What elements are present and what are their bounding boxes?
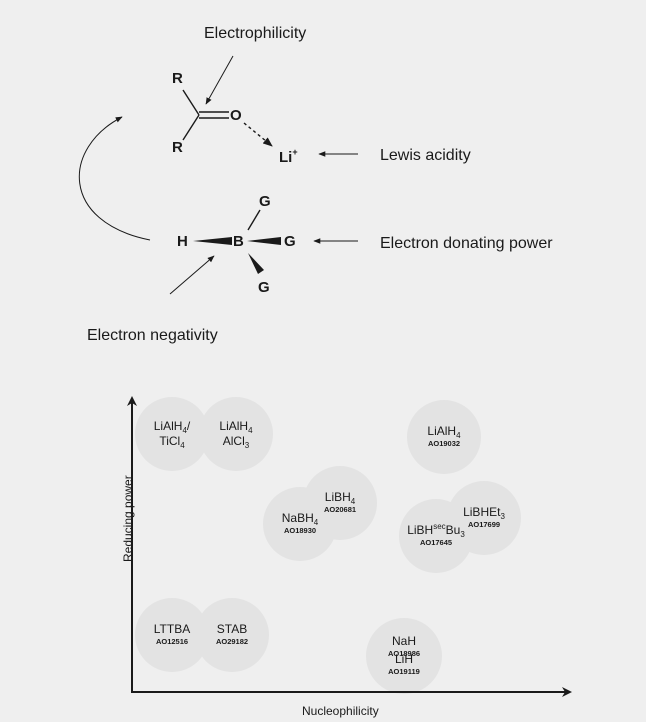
atom-b: B [233,233,244,250]
reagent-libhsecbu3-name: LiBHsecBu3 [407,522,465,539]
atom-r-bottom: R [172,139,183,156]
label-electron-negativity: Electron negativity [87,327,218,344]
arrow-electrophilicity [205,55,234,105]
reagent-nah-code: AO18986 [388,649,420,658]
reagent-lialh4-ticl4-line2: TiCl4 [159,434,185,450]
wedge-bond-g-right [247,237,281,245]
bubble-nabh4 [263,487,337,561]
label-electron-donating-power: Electron donating power [380,235,553,252]
label-lewis-acidity: Lewis acidity [380,147,471,164]
y-axis-label: Reducing power [121,475,135,562]
reagent-lialh4-alcl3-line2: AlCl3 [223,434,250,450]
reagent-libhet3-code: AO17699 [468,520,500,529]
atom-o: O [230,107,242,124]
reagent-labels: LiAlH4/TiCl4LiAlH4AlCl3LiAlH4AO19032LiBH… [154,419,506,676]
bubble-lialh4-alcl3 [199,397,273,471]
bubble-lialh4-ticl4 [135,397,209,471]
reagent-lialh4-ticl4-line1: LiAlH4/ [154,419,191,435]
reagent-stab-name: STAB [217,622,247,636]
reagent-nah-name: NaH [392,634,416,648]
bubble-nah [366,618,442,694]
atom-h: H [177,233,188,250]
reagent-libhet3-name: LiBHEt3 [463,505,505,521]
bubble-lttba [135,598,209,672]
bond-r2-c [182,114,200,141]
atom-g-bottom: G [258,279,270,296]
wedge-bond-h [193,237,232,245]
arrow-electron-negativity [169,255,215,295]
bubble-lialh4 [407,400,481,474]
reagent-lialh4-code: AO19032 [428,439,460,448]
reagent-lttba-code: AO12516 [156,637,188,646]
reagent-nabh4-code: AO18930 [284,526,316,535]
reagent-libh4-code: AO20681 [324,505,356,514]
atom-li: Li+ [279,147,298,166]
reagent-lialh4-alcl3-line1: LiAlH4 [219,419,253,435]
wedge-bond-g-bottom [248,253,264,274]
bond-g-top [247,209,261,231]
hydride-transfer-arrow [78,116,151,241]
reagent-chart: LiAlH4/TiCl4LiAlH4AlCl3LiAlH4AO19032LiBH… [121,396,572,718]
reagent-lttba-name: LTTBA [154,622,190,636]
reagent-bubbles [135,397,521,694]
reagent-lialh4-name: LiAlH4 [427,424,461,440]
atom-g-right: G [284,233,296,250]
reagent-libh4-name: LiBH4 [325,490,356,506]
bubble-stab [195,598,269,672]
atom-r-top: R [172,70,183,87]
reagent-stab-code: AO29182 [216,637,248,646]
bubble-libhsecbu3 [399,499,473,573]
atom-g-top: G [259,193,271,210]
bond-r1-c [182,89,200,116]
coordination-arrow [243,122,273,147]
reagent-lih-code: AO19119 [388,667,420,676]
mechanism-scheme: R R O Li+ H B G G G Electrophilicity Lew… [78,25,553,344]
reagent-lih-name: LiH [395,652,413,666]
x-axis-label: Nucleophilicity [302,704,379,718]
label-electrophilicity: Electrophilicity [204,25,306,42]
reagent-libhsecbu3-code: AO17645 [420,538,452,547]
reagent-nabh4-name: NaBH4 [282,511,319,527]
